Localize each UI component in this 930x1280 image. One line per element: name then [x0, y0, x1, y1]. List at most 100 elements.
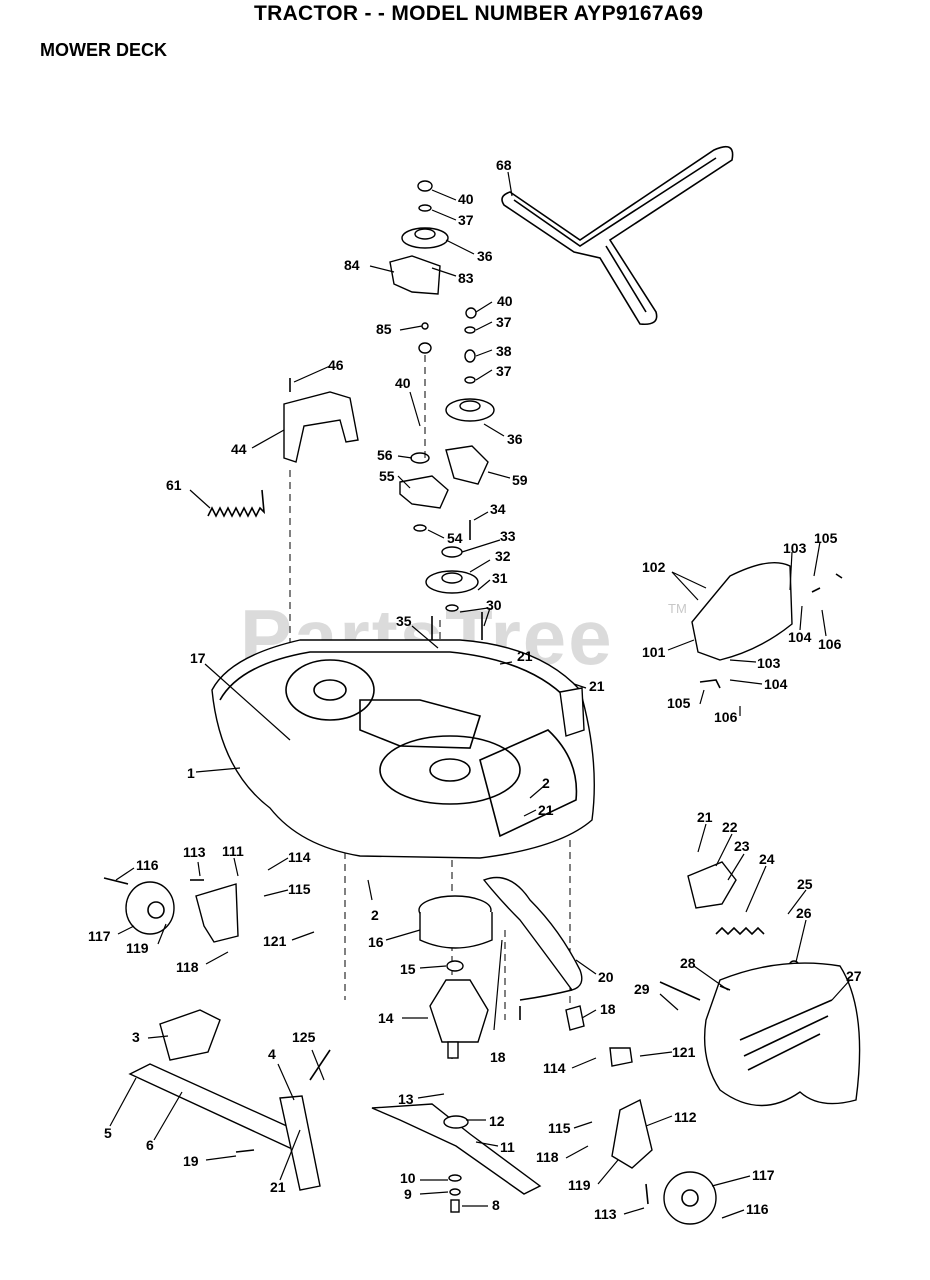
part-label-27[interactable]: 27: [846, 968, 862, 984]
part-label-106[interactable]: 106: [714, 709, 738, 725]
part-label-21[interactable]: 21: [589, 678, 605, 694]
part-label-44[interactable]: 44: [231, 441, 247, 457]
part-label-14[interactable]: 14: [378, 1010, 394, 1026]
part-label-84[interactable]: 84: [344, 257, 360, 273]
part-label-68[interactable]: 68: [496, 157, 512, 173]
part-label-54[interactable]: 54: [447, 530, 463, 546]
part-label-38[interactable]: 38: [496, 343, 512, 359]
spindle-assembly-part: [429, 979, 489, 1043]
part-label-59[interactable]: 59: [512, 472, 528, 488]
part-label-105[interactable]: 105: [814, 530, 838, 546]
part-label-117[interactable]: 117: [88, 928, 111, 944]
part-label-113[interactable]: 113: [594, 1206, 617, 1222]
part-label-19[interactable]: 19: [183, 1153, 199, 1169]
part-label-103[interactable]: 103: [783, 540, 807, 556]
part-label-83[interactable]: 83: [458, 270, 474, 286]
part-label-56[interactable]: 56: [377, 447, 393, 463]
part-label-2[interactable]: 2: [542, 775, 550, 791]
part-label-118[interactable]: 118: [176, 959, 199, 975]
part-label-101[interactable]: 101: [642, 644, 666, 660]
part-label-36[interactable]: 36: [507, 431, 523, 447]
part-label-1[interactable]: 1: [187, 765, 195, 781]
part-label-114[interactable]: 114: [288, 849, 311, 865]
part-label-12[interactable]: 12: [489, 1113, 505, 1129]
part-label-105[interactable]: 105: [667, 695, 691, 711]
part-label-16[interactable]: 16: [368, 934, 384, 950]
part-label-32[interactable]: 32: [495, 548, 511, 564]
part-label-125[interactable]: 125: [292, 1029, 316, 1045]
part-label-36[interactable]: 36: [477, 248, 493, 264]
part-label-37[interactable]: 37: [496, 363, 512, 379]
part-label-116[interactable]: 116: [136, 857, 159, 873]
part-label-103[interactable]: 103: [757, 655, 781, 671]
part-label-21[interactable]: 21: [697, 809, 713, 825]
part-label-111[interactable]: 111: [222, 843, 244, 859]
part-label-28[interactable]: 28: [680, 955, 696, 971]
part-label-115[interactable]: 115: [288, 881, 311, 897]
part-label-106[interactable]: 106: [818, 636, 842, 652]
diagram-title: TRACTOR - - MODEL NUMBER AYP9167A69: [254, 2, 704, 25]
deck-stud-part: [519, 1005, 585, 1031]
part-label-115[interactable]: 115: [548, 1120, 571, 1136]
part-label-31[interactable]: 31: [492, 570, 508, 586]
part-label-24[interactable]: 24: [759, 851, 775, 867]
part-label-55[interactable]: 55: [379, 468, 395, 484]
part-label-2[interactable]: 2: [371, 907, 379, 923]
spindle-housing-part: [418, 895, 493, 972]
part-label-112[interactable]: 112: [674, 1109, 697, 1125]
part-label-119[interactable]: 119: [568, 1177, 591, 1193]
leader-lines: [109, 171, 851, 1219]
part-label-37[interactable]: 37: [458, 212, 474, 228]
part-label-18[interactable]: 18: [490, 1049, 506, 1065]
part-label-20[interactable]: 20: [598, 969, 614, 985]
belt-shield-part: [659, 962, 861, 1107]
part-label-121[interactable]: 121: [672, 1044, 696, 1060]
mower-blade-part: [371, 1041, 542, 1213]
part-label-121[interactable]: 121: [263, 933, 287, 949]
part-label-15[interactable]: 15: [400, 961, 416, 977]
part-number-labels: 68 40 37 36 84 83 40 37 85 38 37 46 40 3…: [88, 157, 862, 1222]
part-label-119[interactable]: 119: [126, 940, 149, 956]
part-label-17[interactable]: 17: [190, 650, 206, 666]
part-label-46[interactable]: 46: [328, 357, 344, 373]
part-label-5[interactable]: 5: [104, 1125, 112, 1141]
part-label-21[interactable]: 21: [517, 648, 533, 664]
part-label-102[interactable]: 102: [642, 559, 666, 575]
part-label-21[interactable]: 21: [538, 802, 554, 818]
part-label-18[interactable]: 18: [600, 1001, 616, 1017]
part-label-113[interactable]: 113: [183, 844, 206, 860]
part-label-8[interactable]: 8: [492, 1197, 500, 1213]
part-label-40[interactable]: 40: [395, 375, 411, 391]
part-label-40[interactable]: 40: [497, 293, 513, 309]
part-label-116[interactable]: 116: [746, 1201, 769, 1217]
part-label-118[interactable]: 118: [536, 1149, 559, 1165]
part-label-10[interactable]: 10: [400, 1170, 416, 1186]
part-label-35[interactable]: 35: [396, 613, 412, 629]
part-label-104[interactable]: 104: [764, 676, 788, 692]
part-label-23[interactable]: 23: [734, 838, 750, 854]
part-label-13[interactable]: 13: [398, 1091, 414, 1107]
part-label-22[interactable]: 22: [722, 819, 738, 835]
part-label-61[interactable]: 61: [166, 477, 182, 493]
part-label-9[interactable]: 9: [404, 1186, 412, 1202]
part-label-21[interactable]: 21: [270, 1179, 286, 1195]
spindle-pulley-part: [425, 546, 483, 666]
part-label-25[interactable]: 25: [797, 876, 813, 892]
part-label-3[interactable]: 3: [132, 1029, 140, 1045]
gauge-wheel-left-part: [103, 877, 239, 943]
part-label-33[interactable]: 33: [500, 528, 516, 544]
part-label-85[interactable]: 85: [376, 321, 392, 337]
part-label-34[interactable]: 34: [490, 501, 506, 517]
part-label-11[interactable]: 11: [500, 1139, 515, 1155]
part-label-29[interactable]: 29: [634, 981, 650, 997]
part-label-6[interactable]: 6: [146, 1137, 154, 1153]
part-label-37[interactable]: 37: [496, 314, 512, 330]
part-label-40[interactable]: 40: [458, 191, 474, 207]
part-label-114[interactable]: 114: [543, 1060, 566, 1076]
part-label-117[interactable]: 117: [752, 1167, 775, 1183]
part-label-4[interactable]: 4: [268, 1046, 276, 1062]
part-label-104[interactable]: 104: [788, 629, 812, 645]
rear-lift-bracket-part: [687, 861, 800, 972]
part-label-30[interactable]: 30: [486, 597, 502, 613]
part-label-26[interactable]: 26: [796, 905, 812, 921]
